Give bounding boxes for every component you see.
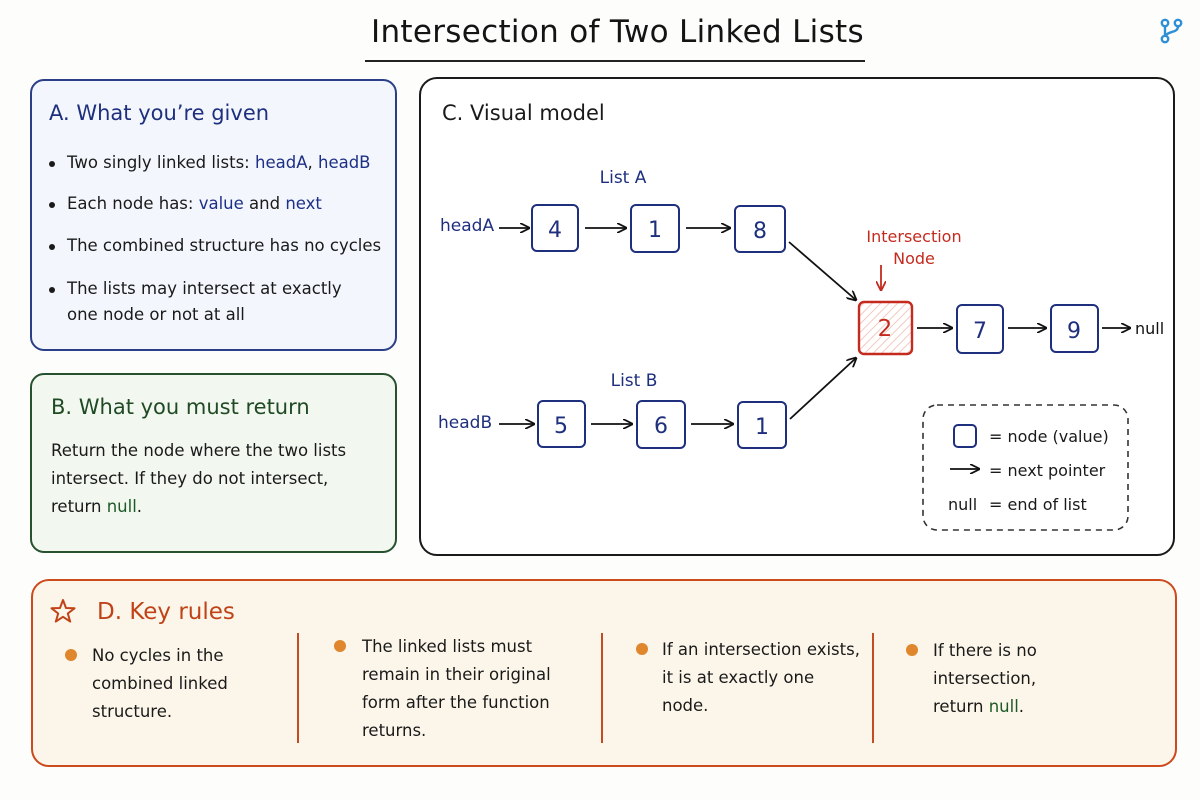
code-null: null [106,497,137,516]
node-value: 6 [654,414,668,439]
node-value: 9 [1067,319,1081,344]
given-panel [30,79,397,351]
return-heading: B. What you must return [51,395,310,419]
legend-node-swatch [953,424,977,448]
shared-node-2: 7 [956,304,1004,354]
rule-text: If there is no intersection, return [933,641,1037,716]
rule-item-no-intersection: If there is no intersection, return null… [933,637,1083,721]
rule-item-no-cycles: No cycles in the combined linked structu… [92,646,228,721]
list-b-node-2: 6 [636,400,686,449]
given-item-text: The lists may intersect at exactly one n… [67,279,342,324]
return-description: Return the node where the two lists inte… [51,437,381,521]
given-item-sep: , [307,153,318,172]
head-b-label: headB [438,413,492,433]
code-heada: headA [255,153,308,172]
page-title: Intersection of Two Linked Lists [371,14,864,50]
legend-null-text: = end of list [989,495,1087,514]
next-pointer-arrow [789,358,856,420]
given-item-text: Each node has: [67,194,199,213]
given-item-text: Two singly linked lists: [67,153,255,172]
code-null: null [988,697,1019,716]
legend: = node (value) = next pointer null = end… [922,404,1129,531]
key-rules-panel [31,579,1177,767]
rule-divider [297,633,299,743]
rule-divider [872,633,874,743]
node-value: 4 [548,218,562,243]
given-item-no-cycles: The combined structure has no cycles [49,233,382,259]
intersection-label-node: Node [893,249,935,268]
linked-list-diagram: List A List B headA headB Intersection N… [438,168,1164,531]
shared-node-3: 9 [1050,304,1099,353]
intersection-node: 2 [857,300,914,356]
given-item-node-fields: Each node has: value and next [49,191,322,217]
list-b-node-3: 1 [737,401,787,449]
given-item-intersect: The lists may intersect at exactly one n… [49,276,377,328]
rule-bullet [906,644,918,656]
list-a-node-2: 1 [630,204,680,253]
title-underline [365,60,865,62]
rule-divider [601,633,603,743]
head-a-label: headA [440,216,494,236]
given-heading: A. What you’re given [49,101,270,125]
node-value: 1 [648,218,662,243]
git-branch-icon [1160,18,1183,44]
given-item-sep: and [243,194,286,213]
rule-bullet [334,640,346,652]
node-value: 5 [554,414,568,439]
rule-bullet [636,643,648,655]
visual-model-panel [419,77,1175,556]
legend-arrow-text: = next pointer [989,461,1106,480]
next-pointer-arrow [788,241,856,300]
null-terminal: null [1135,319,1164,338]
list-b-label: List B [611,371,658,391]
legend-null-label: null [948,495,977,514]
list-a-label: List A [600,168,647,188]
rule-bullet [65,649,77,661]
return-text-end: . [136,497,143,516]
given-item-text: The combined structure has no cycles [67,236,382,255]
code-next: next [285,194,322,213]
intersection-label: Intersection [866,227,961,246]
code-headb: headB [317,153,371,172]
rule-text-end: . [1018,697,1025,716]
node-value: 8 [753,219,767,244]
legend-node-text: = node (value) [989,427,1109,446]
list-b-node-1: 5 [537,400,586,448]
rule-item-original-form: The linked lists must remain in their or… [362,637,551,740]
list-a-node-1: 4 [531,204,579,252]
given-item-lists: Two singly linked lists: headA, headB [49,150,371,176]
return-panel [30,373,397,553]
node-value: 7 [973,319,987,344]
star-icon [50,599,76,623]
node-value: 1 [755,415,769,440]
rules-heading: D. Key rules [97,599,235,625]
code-value: value [198,194,244,213]
rule-item-one-node: If an intersection exists, it is at exac… [662,640,860,715]
list-a-node-3: 8 [734,205,786,253]
node-value: 2 [878,316,893,342]
return-text: Return the node where the two lists inte… [51,441,347,516]
visual-heading: C. Visual model [442,101,605,125]
